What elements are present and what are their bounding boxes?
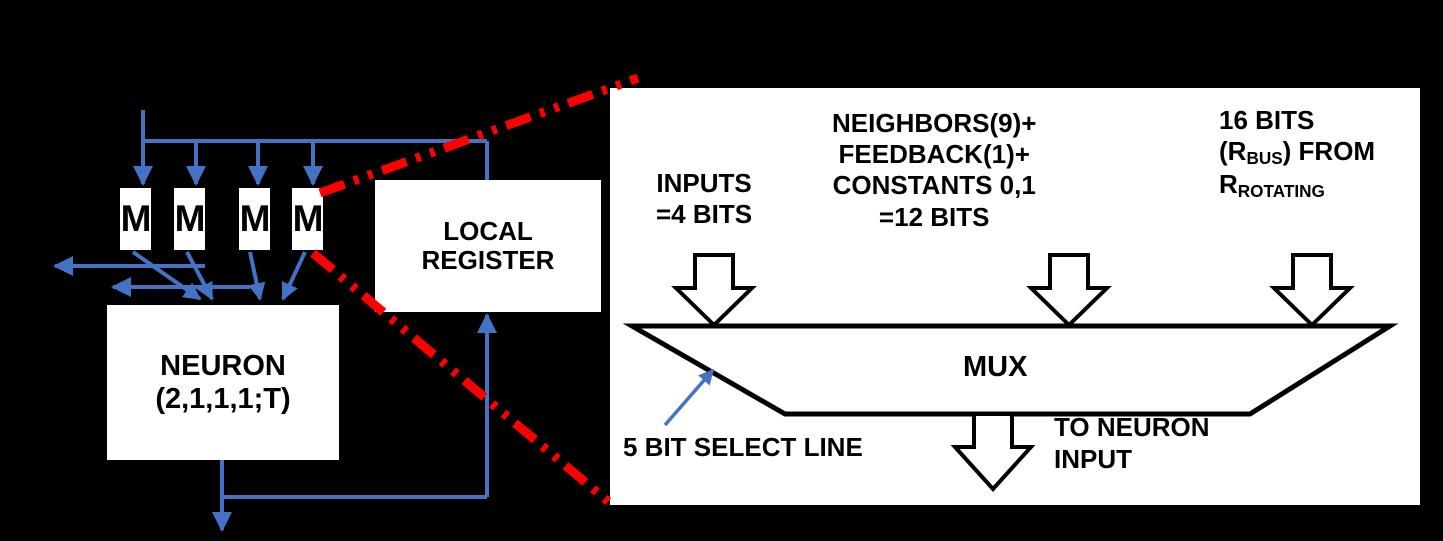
neighbors-label-line3: CONSTANTS 0,1 [832,170,1036,201]
select-line-label: 5 BIT SELECT LINE [623,432,863,462]
rbus-prefix: (R [1219,136,1247,167]
neighbors-label-line4: =12 BITS [878,201,990,232]
mux-output-arrow [950,412,1036,492]
memory-cell-1[interactable]: M [120,188,151,250]
mux-output-label-line1: TO NEURON [1054,412,1210,442]
rbus-label-line1: 16 BITS [1219,105,1315,135]
rbus-label: 16 BITS (RBUS) FROM RROTATING [1219,105,1375,201]
rbus-block-arrow [1269,253,1355,328]
local-register-line1: LOCAL [443,215,533,246]
mcell-output-wires [53,250,307,301]
memory-cell-label: M [174,198,206,240]
rrot-prefix: R [1219,168,1238,199]
rbus-label-line3: RROTATING [1219,169,1375,201]
rbus-label-line2: (RBUS) FROM [1219,136,1375,168]
inputs-label-line2: =4 BITS [656,199,753,230]
neuron-params: (2,1,1,1;T) [155,382,291,415]
mux-label: MUX [963,351,1028,383]
memory-cell-label: M [239,198,271,240]
callout-line-upper [318,73,640,198]
rrot-subscript: ROTATING [1237,180,1325,201]
neuron-feedback-wires [212,313,497,532]
memory-cell-2[interactable]: M [174,188,205,250]
mux-output-label-line2: INPUT [1054,443,1132,474]
neighbors-label: NEIGHBORS(9)+ FEEDBACK(1)+ CONSTANTS 0,1… [832,108,1036,233]
memory-cell-4[interactable]: M [292,188,323,250]
neuron-block[interactable]: NEURON (2,1,1,1;T) [107,305,339,460]
local-register-line2: REGISTER [421,245,555,275]
inputs-label: INPUTS =4 BITS [656,168,752,230]
mux-output-label: TO NEURON INPUT [1054,412,1210,475]
neighbors-label-line2: FEEDBACK(1)+ [838,139,1030,170]
rbus-subscript: BUS [1246,147,1283,168]
neuron-title: NEURON [160,350,286,383]
local-register-block[interactable]: LOCAL REGISTER [375,180,601,312]
neighbors-block-arrow [1026,253,1112,328]
neighbors-label-line1: NEIGHBORS(9)+ [832,108,1037,138]
callout-line-lower [310,249,613,507]
memory-cell-3[interactable]: M [239,188,270,250]
inputs-block-arrow [671,253,757,328]
inputs-label-line1: INPUTS [656,168,752,198]
memory-cell-label: M [292,198,324,240]
memory-cell-label: M [120,198,152,240]
input-bus-wires [133,110,489,186]
rbus-suffix: ) FROM [1282,136,1376,167]
select-line-pointer [663,368,715,427]
mux-trapezoid [622,323,1399,417]
